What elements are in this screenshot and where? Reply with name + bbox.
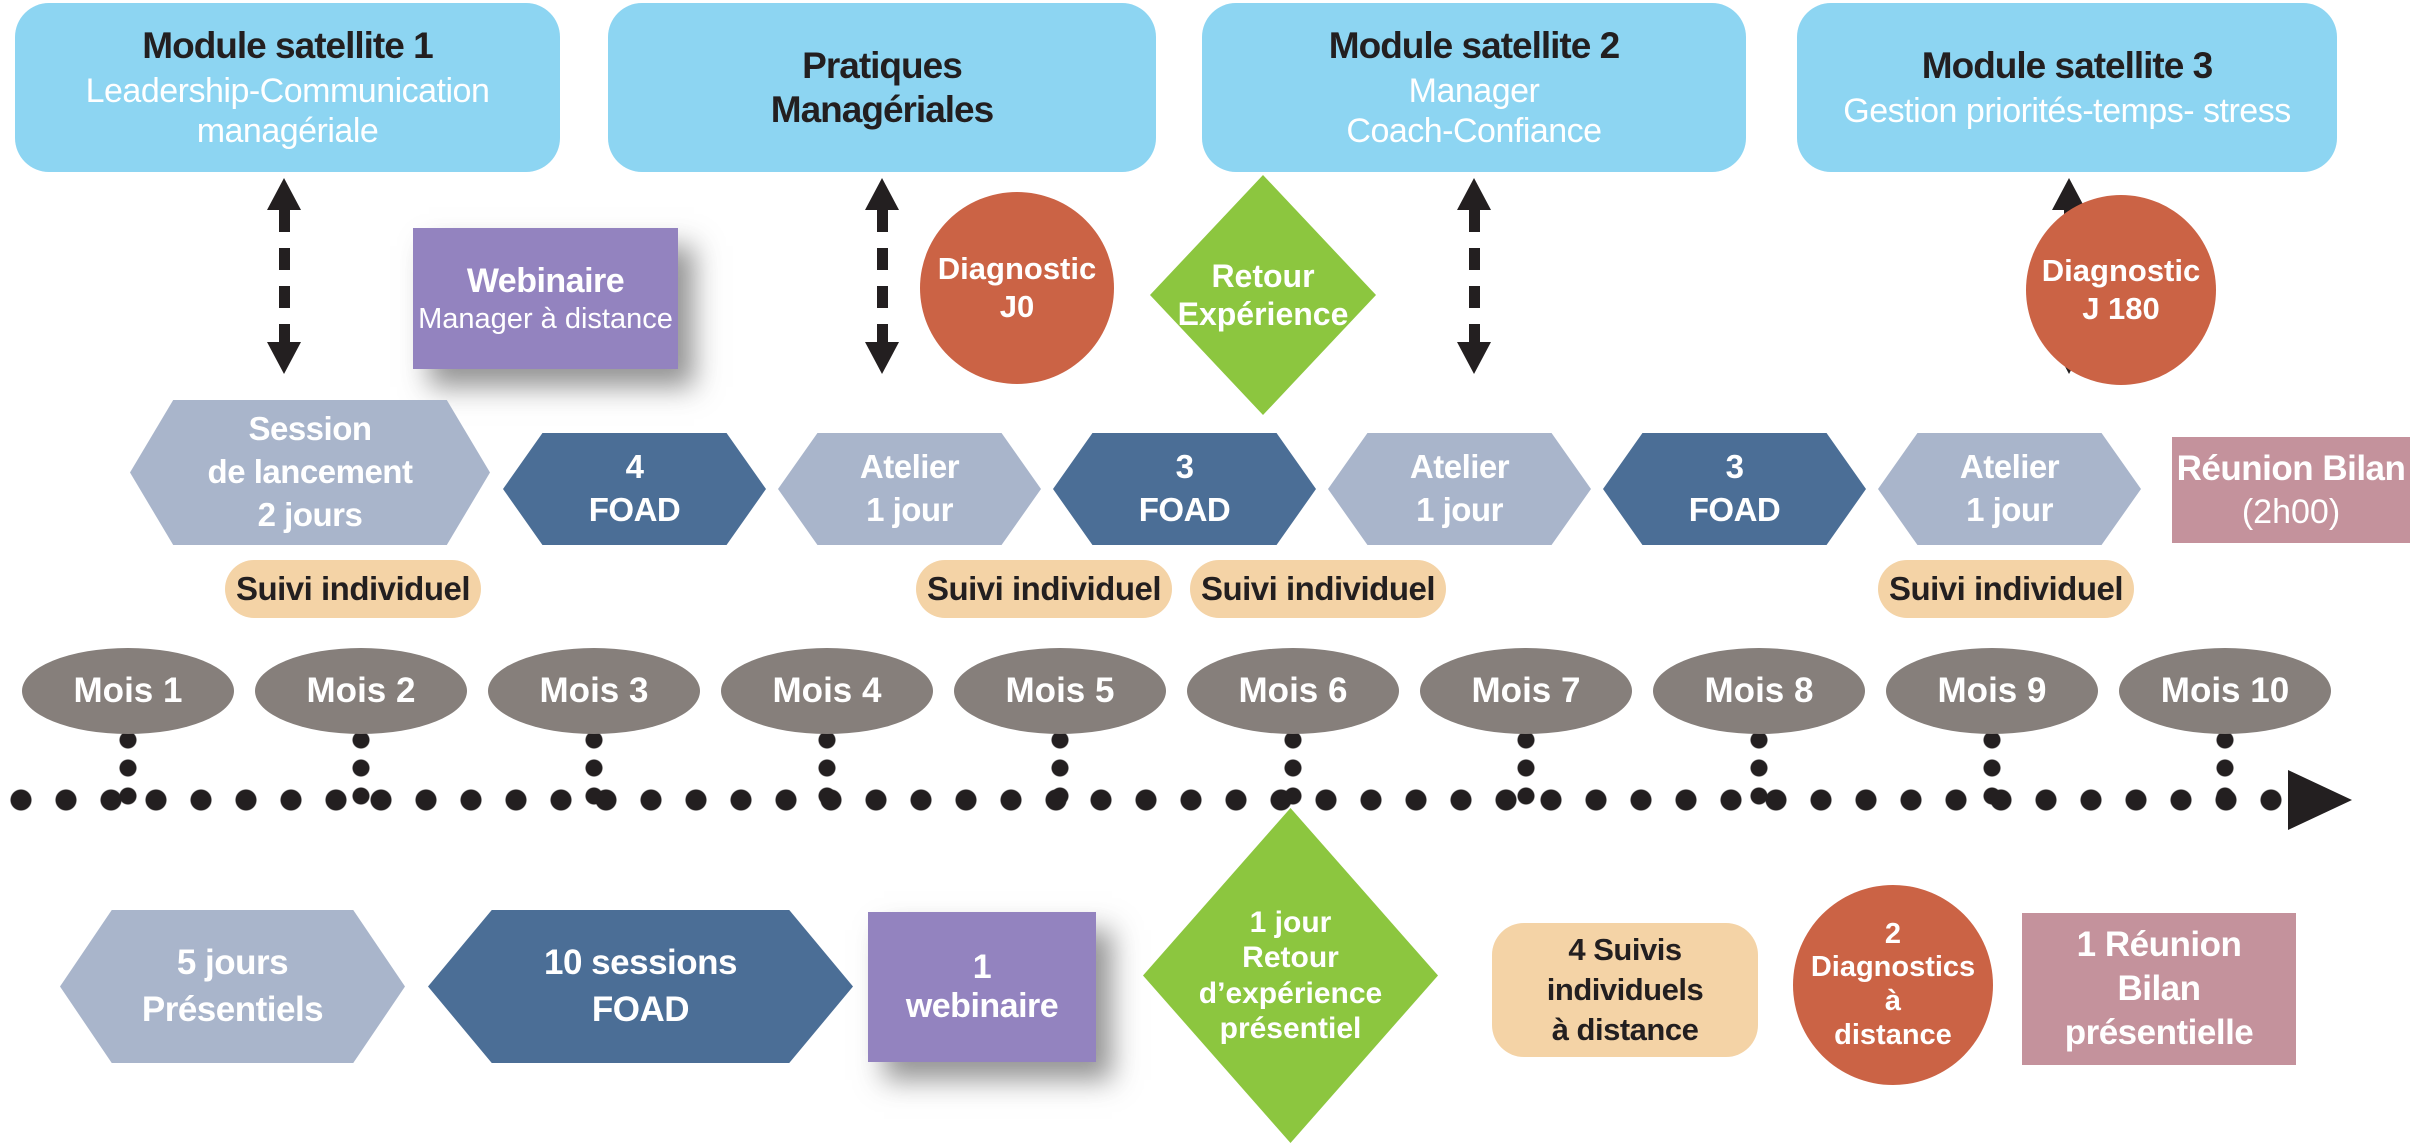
module-satellite-3-box: Module satellite 3 Gestion priorités-tem…: [1797, 3, 2337, 172]
legend-presentiels-hex: 5 jours Présentiels: [60, 910, 405, 1063]
webinaire-title: Webinaire: [466, 261, 625, 300]
arrow-up-icon: [267, 178, 301, 210]
pratiques-manageriales-title: Pratiques Managériales: [770, 44, 994, 130]
arrow-up-icon: [1457, 178, 1491, 210]
month-oval-9: Mois 9: [1886, 648, 2098, 734]
diagnostic-j180-circle: Diagnostic J 180: [2026, 195, 2216, 385]
webinaire-box: Webinaire Manager à distance: [413, 228, 678, 369]
dotted-connector: [1283, 728, 1303, 814]
suivi-individuel-pill: Suivi individuel: [916, 560, 1172, 618]
dotted-connector: [1516, 728, 1536, 814]
arrow-down-icon: [267, 342, 301, 374]
suivi-individuel-pill: Suivi individuel: [1190, 560, 1446, 618]
band-4-foad-hex: 4 FOAD: [503, 433, 766, 545]
month-oval-7: Mois 7: [1420, 648, 1632, 734]
dotted-connector: [584, 728, 604, 814]
month-oval-2: Mois 2: [255, 648, 467, 734]
legend-reunion-box: 1 Réunion Bilan présentielle: [2022, 913, 2296, 1065]
month-oval-3: Mois 3: [488, 648, 700, 734]
dashed-double-arrow-icon: [264, 178, 304, 374]
month-oval-10: Mois 10: [2119, 648, 2331, 734]
dotted-connector: [1050, 728, 1070, 814]
diagnostic-j0-circle: Diagnostic J0: [920, 192, 1114, 384]
arrow-down-icon: [1457, 342, 1491, 374]
legend-foad-hex: 10 sessions FOAD: [428, 910, 853, 1063]
module-satellite-2-title: Module satellite 2: [1328, 24, 1620, 66]
legend-suivis-pill: 4 Suivis individuels à distance: [1492, 923, 1758, 1057]
band-atelier-hex: Atelier 1 jour: [1328, 433, 1591, 545]
month-oval-1: Mois 1: [22, 648, 234, 734]
legend-retour-diamond: 1 jour Retour d’expérience présentiel: [1143, 808, 1438, 1143]
dotted-timeline: [8, 785, 2290, 815]
module-satellite-1-title: Module satellite 1: [142, 24, 433, 66]
band-3-foad-hex: 3 FOAD: [1053, 433, 1316, 545]
pratiques-manageriales-box: Pratiques Managériales: [608, 3, 1156, 172]
band-3-foad-hex: 3 FOAD: [1603, 433, 1866, 545]
dotted-connector: [817, 728, 837, 814]
module-satellite-1-subtitle: Leadership-Communication managériale: [85, 72, 490, 151]
dashed-shaft: [876, 210, 888, 342]
webinaire-subtitle: Manager à distance: [418, 302, 673, 335]
month-oval-4: Mois 4: [721, 648, 933, 734]
reunion-bilan-box: Réunion Bilan (2h00): [2172, 437, 2410, 543]
band-session-lancement-hex: Session de lancement 2 jours: [130, 400, 490, 545]
legend-diagnostics-circle: 2 Diagnostics à distance: [1793, 885, 1993, 1085]
dotted-connector: [1982, 728, 2002, 814]
month-oval-5: Mois 5: [954, 648, 1166, 734]
module-satellite-2-box: Module satellite 2 Manager Coach-Confian…: [1202, 3, 1746, 172]
dashed-double-arrow-icon: [862, 178, 902, 374]
module-satellite-2-subtitle: Manager Coach-Confiance: [1346, 72, 1602, 151]
dotted-connector: [118, 728, 138, 814]
module-satellite-1-box: Module satellite 1 Leadership-Communicat…: [15, 3, 560, 172]
module-satellite-3-title: Module satellite 3: [1921, 44, 2213, 86]
band-atelier-hex: Atelier 1 jour: [778, 433, 1041, 545]
dashed-double-arrow-icon: [1454, 178, 1494, 374]
month-oval-8: Mois 8: [1653, 648, 1865, 734]
arrow-up-icon: [865, 178, 899, 210]
dashed-shaft: [278, 210, 290, 342]
timeline-arrow-icon: [2288, 770, 2352, 830]
legend-webinaire-box: 1 webinaire: [868, 912, 1096, 1062]
dotted-connector: [1749, 728, 1769, 814]
arrow-down-icon: [865, 342, 899, 374]
dashed-shaft: [1468, 210, 1480, 342]
dotted-connector: [351, 728, 371, 814]
suivi-individuel-pill: Suivi individuel: [1878, 560, 2134, 618]
suivi-individuel-pill: Suivi individuel: [225, 560, 481, 618]
band-atelier-hex: Atelier 1 jour: [1878, 433, 2141, 545]
dotted-connector: [2215, 728, 2235, 814]
module-satellite-3-subtitle: Gestion priorités-temps- stress: [1843, 92, 2291, 131]
retour-experience-diamond: Retour Expérience: [1150, 175, 1376, 415]
month-oval-6: Mois 6: [1187, 648, 1399, 734]
